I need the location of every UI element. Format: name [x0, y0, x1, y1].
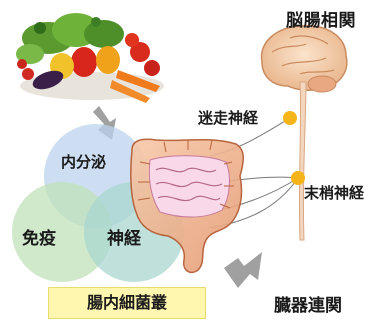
peripheral-nerve-label: 末梢神経	[304, 184, 365, 202]
arrow-right-icon	[224, 252, 262, 288]
immune-label: 免疫	[22, 229, 56, 249]
endocrine-label: 内分泌	[61, 153, 107, 171]
brain-image	[260, 25, 348, 93]
gut-flora-box: 腸内細菌叢	[48, 287, 206, 319]
vegetables-image	[14, 4, 170, 108]
vagus-nerve-node	[283, 111, 297, 125]
venn-diagram	[12, 124, 184, 282]
vagus-nerve-label: 迷走神経	[198, 109, 259, 127]
diagram-title: 脳腸相関	[286, 11, 356, 31]
immune-circle	[12, 182, 112, 282]
nervous-label: 神経	[107, 229, 141, 249]
intestine-image	[130, 138, 244, 274]
spinal-cord	[298, 81, 307, 241]
organ-link-label: 臓器連関	[274, 296, 342, 316]
peripheral-nerve-node	[291, 171, 305, 185]
